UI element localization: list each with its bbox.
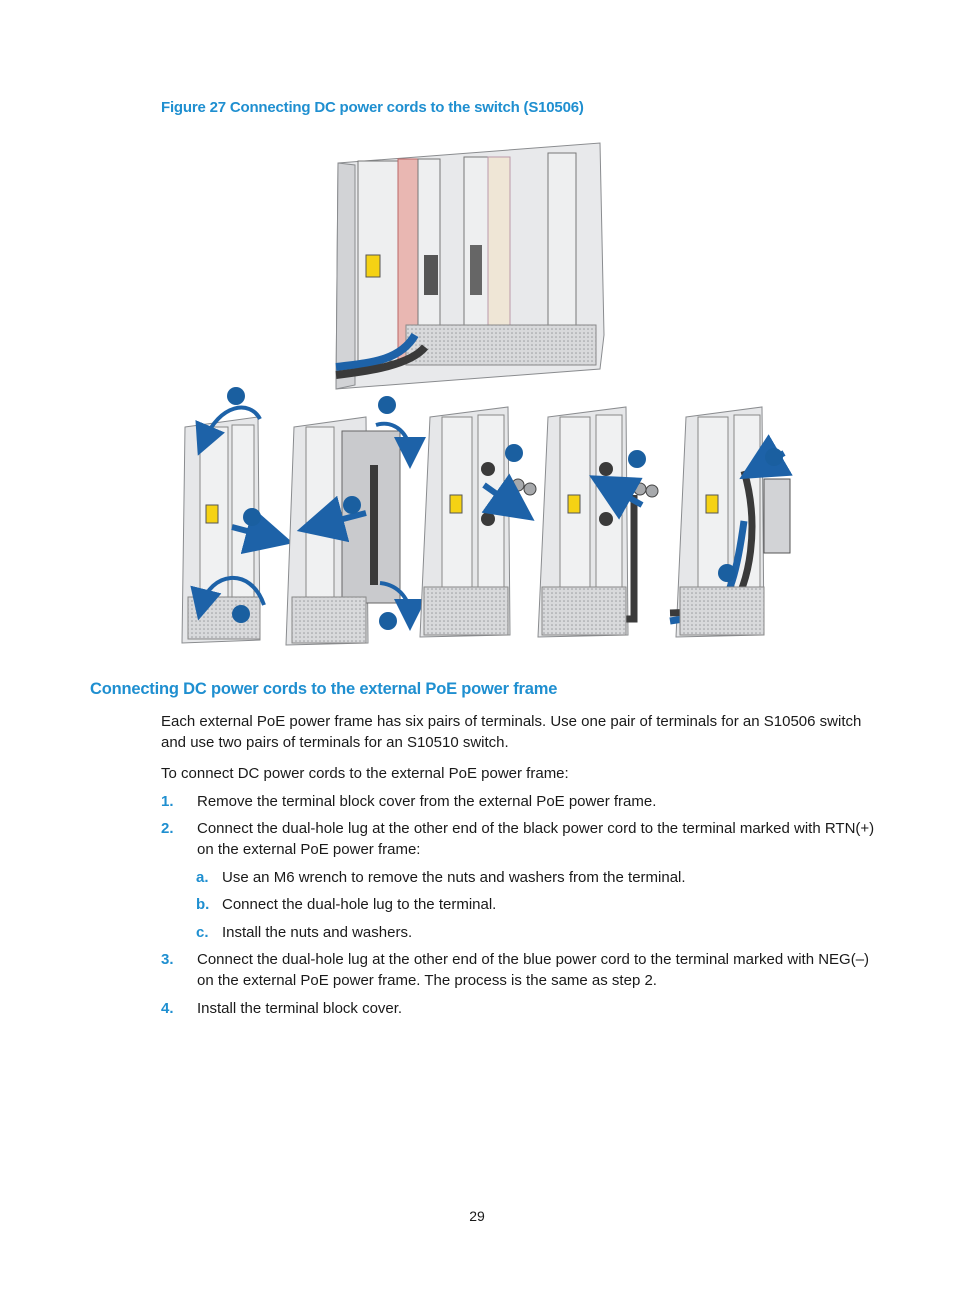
substep-letter: c. xyxy=(196,924,209,941)
step-number: 3. xyxy=(161,951,174,968)
figure-caption: Figure 27 Connecting DC power cords to t… xyxy=(161,99,584,116)
step-panel-3 xyxy=(419,406,537,638)
substep-text: Connect the dual-hole lug to the termina… xyxy=(222,896,497,913)
step-text: Remove the terminal block cover from the… xyxy=(197,793,657,810)
step-number: 1. xyxy=(161,793,174,810)
page-number: 29 xyxy=(469,1208,485,1224)
substep-text: Use an M6 wrench to remove the nuts and … xyxy=(222,869,686,886)
step-number: 2. xyxy=(161,820,174,837)
step-text: Connect the dual-hole lug at the other e… xyxy=(197,951,870,989)
chassis-front-view xyxy=(335,142,605,390)
step-panel-1 xyxy=(181,387,294,644)
step-panel-2 xyxy=(285,396,426,646)
section-heading: Connecting DC power cords to the externa… xyxy=(90,680,558,698)
step-text: Connect the dual-hole lug at the other e… xyxy=(197,820,875,858)
substep-text: Install the nuts and washers. xyxy=(222,924,413,941)
step-panel-5 xyxy=(669,406,793,638)
step-panel-4 xyxy=(537,406,659,638)
step-text: Install the terminal block cover. xyxy=(197,1000,403,1017)
step-number: 4. xyxy=(161,1000,174,1017)
figure-illustration xyxy=(181,142,793,646)
intro-paragraph: Each external PoE power frame has six pa… xyxy=(161,713,862,751)
lead-paragraph: To connect DC power cords to the externa… xyxy=(161,765,569,782)
substep-letter: a. xyxy=(196,869,209,886)
substep-letter: b. xyxy=(196,896,210,913)
